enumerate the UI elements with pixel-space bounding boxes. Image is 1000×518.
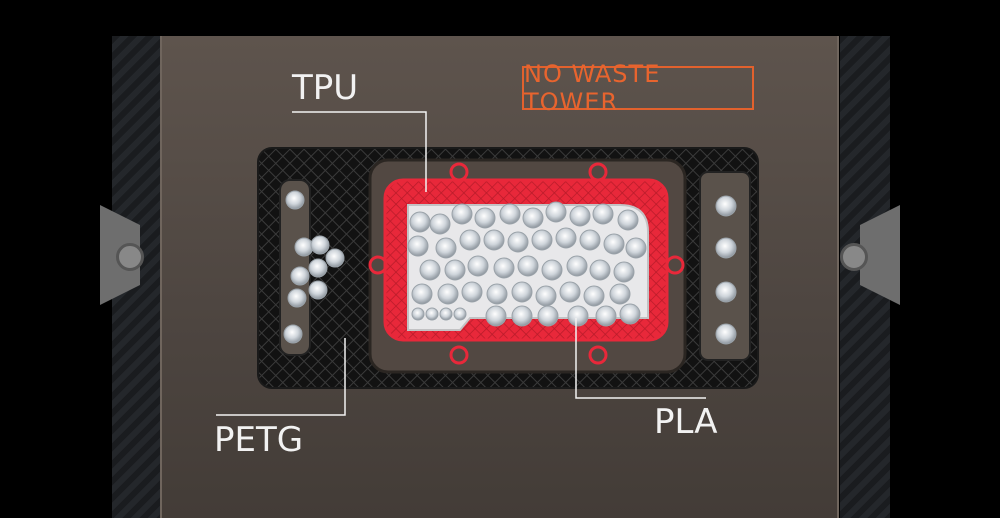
right-slot [699, 171, 751, 361]
no-waste-tower-label: NO WASTE TOWER [524, 60, 661, 116]
clip-knob-left [116, 243, 144, 271]
tpu-label: TPU [292, 68, 359, 108]
tpu-callout-line [292, 111, 427, 192]
tower-beads [715, 195, 737, 345]
tpu-tabs [368, 162, 685, 365]
petg-beads [283, 190, 345, 344]
clip-knob-right [840, 243, 868, 271]
petg-label: PETG [214, 420, 304, 460]
callout-lines [216, 111, 706, 416]
pla-callout-line [575, 318, 706, 399]
petg-callout-line [216, 338, 346, 416]
pla-beads [407, 201, 647, 327]
no-waste-tower-box: NO WASTE TOWER [522, 60, 754, 116]
pla-label: PLA [654, 402, 718, 442]
